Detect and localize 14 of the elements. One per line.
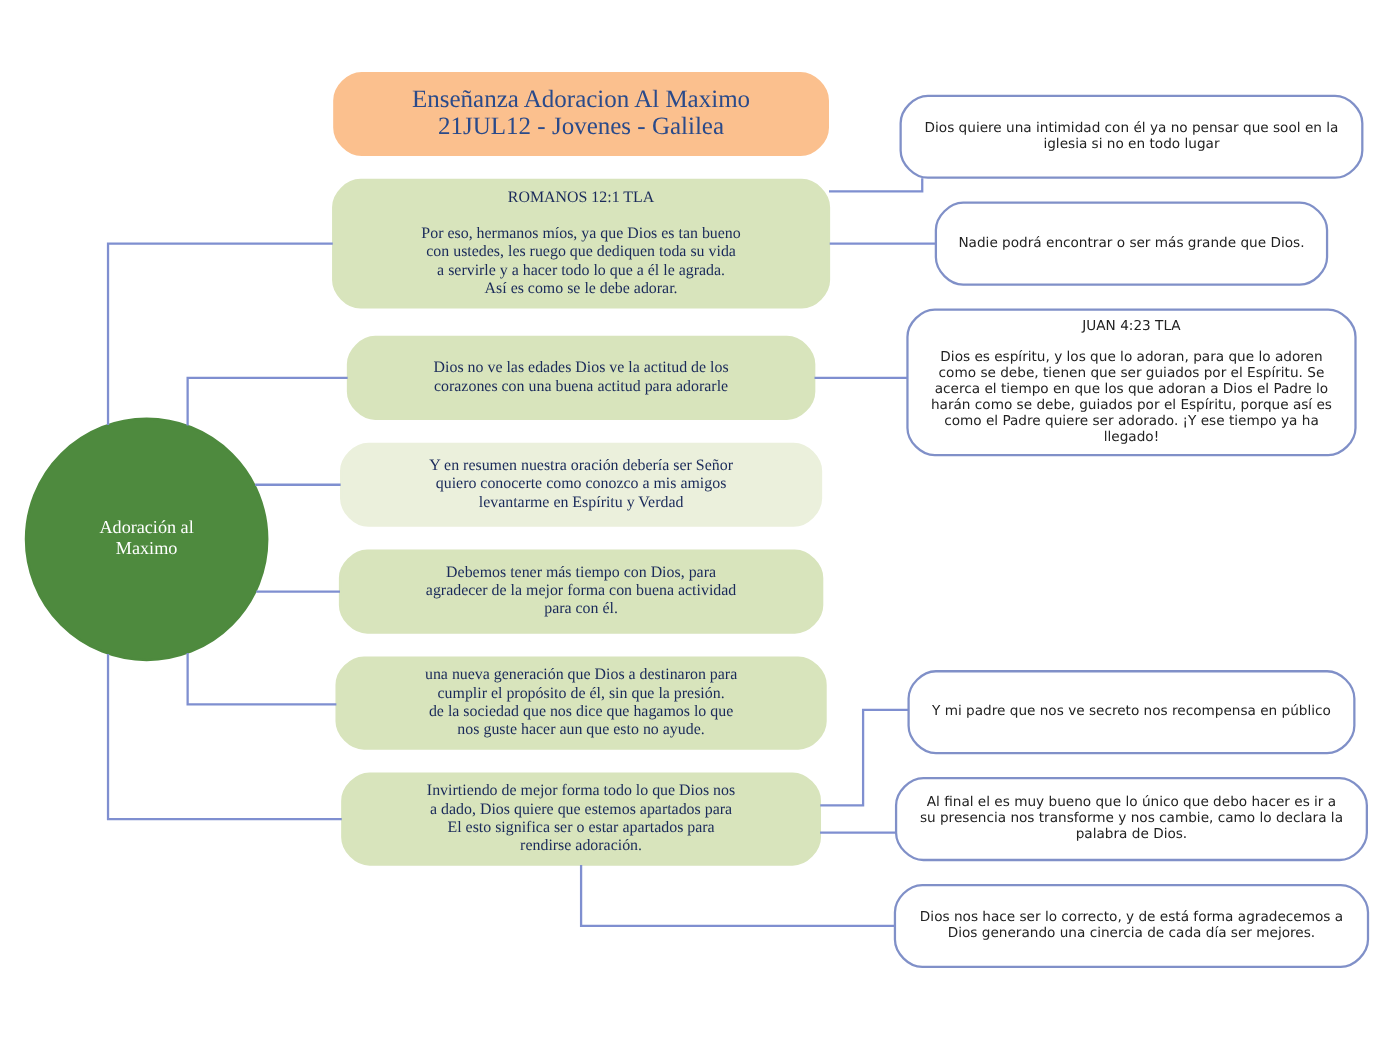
connector xyxy=(106,653,342,821)
connector xyxy=(814,376,908,379)
node-circle: Adoración al Maximo xyxy=(24,417,269,662)
connector xyxy=(186,376,348,426)
connector xyxy=(186,653,337,706)
connector xyxy=(106,242,333,425)
connector xyxy=(579,865,895,928)
connector xyxy=(829,178,924,193)
connector xyxy=(256,590,340,593)
node-box: Enseñanza Adoracion Al Maximo 21JUL12 - Jovenes - Galilea xyxy=(333,71,829,157)
connector xyxy=(820,831,896,834)
connector xyxy=(829,242,936,245)
connector xyxy=(255,483,341,486)
connector xyxy=(820,708,908,807)
